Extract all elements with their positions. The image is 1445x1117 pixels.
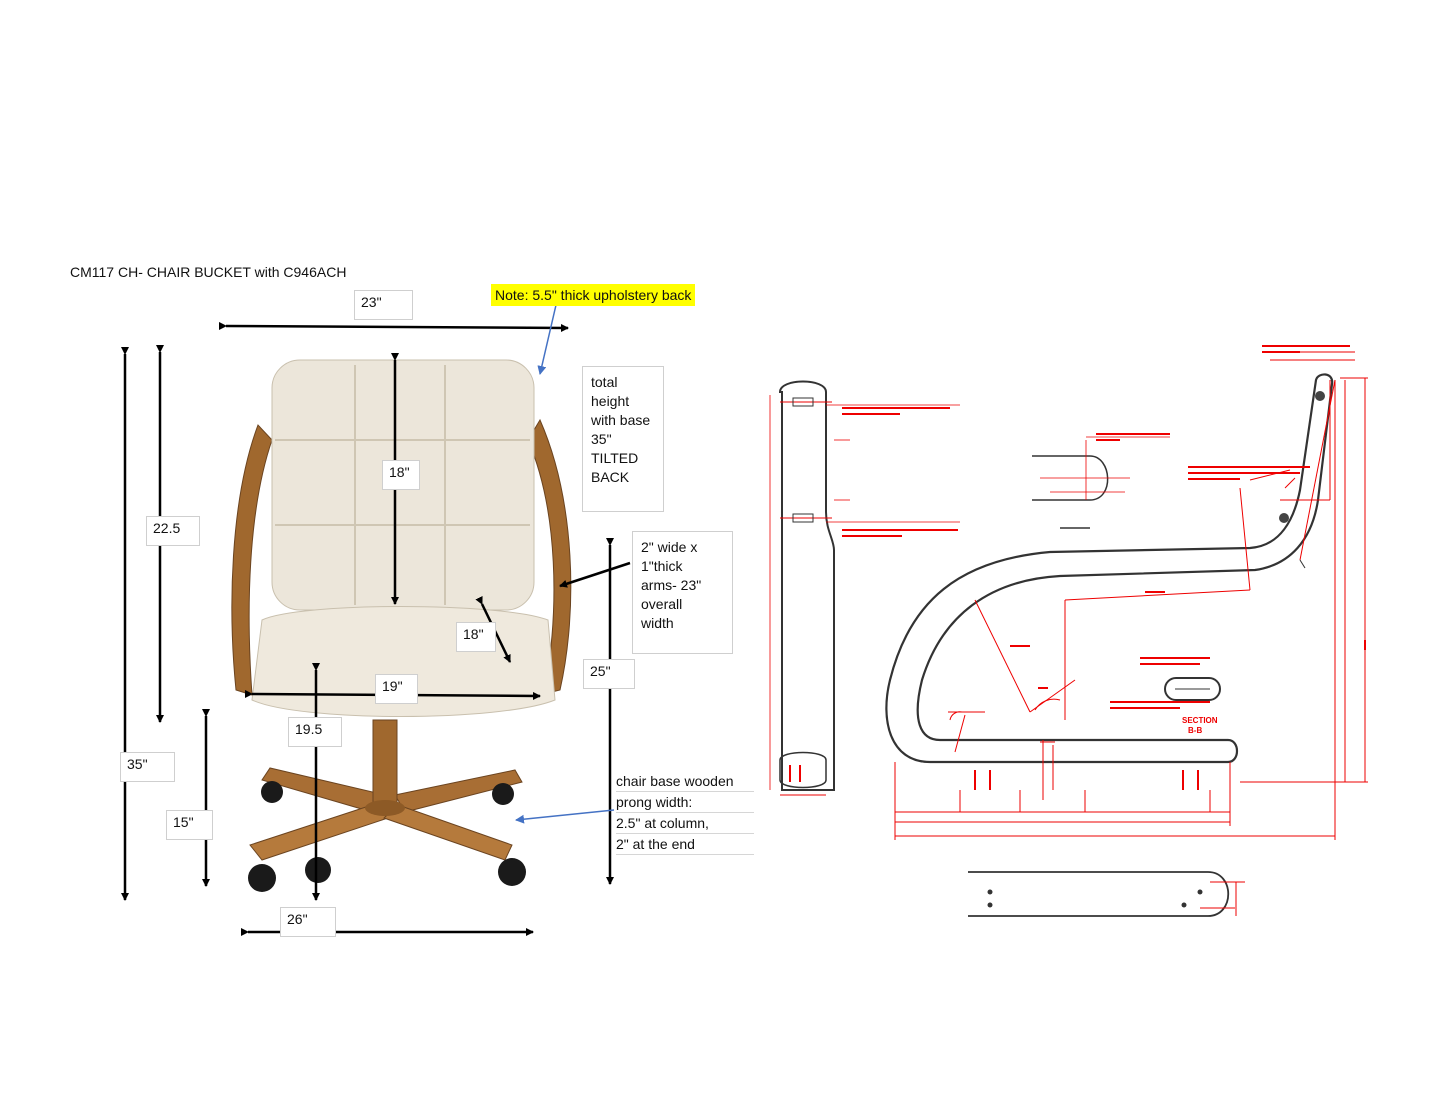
arm-technical-drawing xyxy=(769,345,1368,917)
seat-width-label: 19" xyxy=(375,674,418,704)
callout-line: 35" xyxy=(591,431,612,447)
callout-line: arms- 23" xyxy=(641,577,702,593)
dimension-lines xyxy=(894,351,1368,840)
arm-height-label: 25" xyxy=(583,659,635,689)
callout-line: 2.5" at column, xyxy=(616,813,754,834)
callout-line: 1"thick xyxy=(641,558,683,574)
drawing-fine-print xyxy=(842,345,1366,709)
upholstery-note: Note: 5.5" thick upholstery back xyxy=(491,284,696,306)
curved-arm-outline xyxy=(885,373,1334,764)
chair-base xyxy=(248,719,526,892)
callout-line: BACK xyxy=(591,469,630,485)
seat-depth-label: 18" xyxy=(456,622,496,652)
callout-arrows xyxy=(515,304,615,824)
base-height-label: 15" xyxy=(166,810,213,840)
callout-line: 2" at the end xyxy=(616,834,754,855)
callout-line: total xyxy=(591,374,618,390)
width-top-label: 23" xyxy=(354,290,413,320)
section-sublabel: B-B xyxy=(1188,726,1203,735)
callout-line: with base xyxy=(591,412,651,428)
chair-illustration xyxy=(231,359,572,892)
callout-line: chair base wooden xyxy=(616,771,754,792)
base-callout: chair base wooden prong width: 2.5" at c… xyxy=(616,771,754,855)
page-title: CM117 CH- CHAIR BUCKET with C946ACH xyxy=(70,264,347,280)
total-height-callout: total height with base 35" TILTED BACK xyxy=(582,366,664,512)
back-total-label: 22.5 xyxy=(146,516,200,546)
side-profile xyxy=(769,380,960,796)
section-label: SECTION xyxy=(1182,716,1218,725)
callout-line: TILTED xyxy=(591,450,639,466)
leader-line xyxy=(1299,559,1306,569)
callout-line: 2" wide x xyxy=(641,539,698,555)
flat-bar-view xyxy=(968,871,1245,917)
callout-line: overall xyxy=(641,596,683,612)
seat-floor-label: 19.5 xyxy=(288,717,342,747)
back-height-label: 18" xyxy=(382,460,420,490)
callout-line: prong width: xyxy=(616,792,754,813)
base-width-label: 26" xyxy=(280,907,336,937)
callout-line: width xyxy=(641,615,674,631)
callout-line: height xyxy=(591,393,630,409)
arms-callout: 2" wide x 1"thick arms- 23" overall widt… xyxy=(632,531,733,654)
total-height-label: 35" xyxy=(120,752,175,782)
detail-view xyxy=(1032,436,1170,529)
